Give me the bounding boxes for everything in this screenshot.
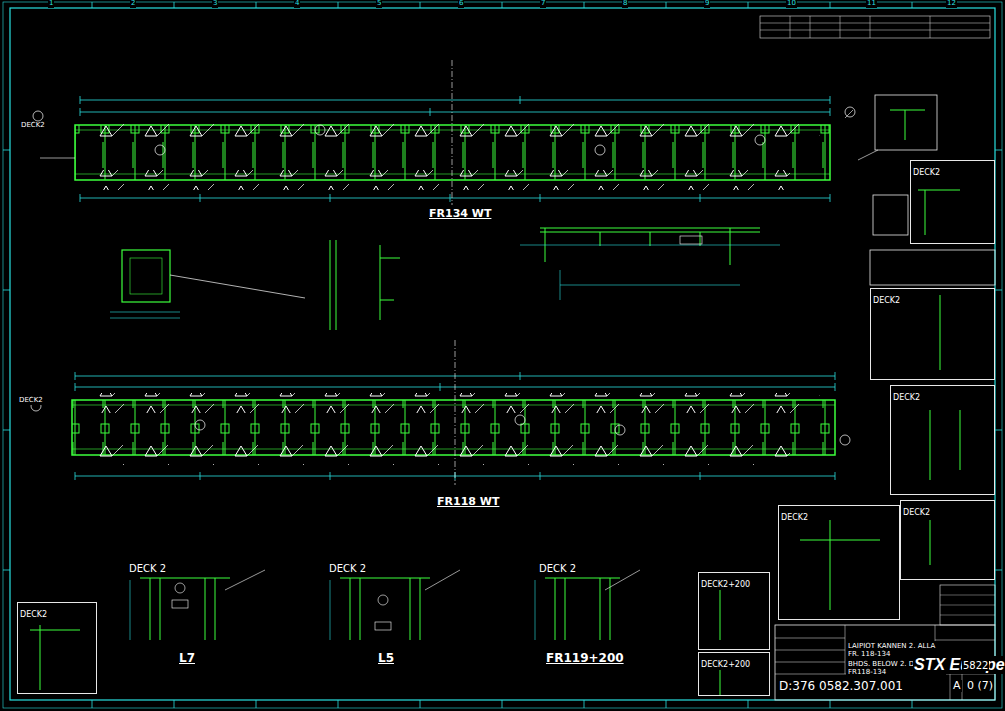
deck-label: DECK2 [901,507,932,518]
deck-label: DECK2+200 [699,579,752,590]
grid-number: 6 [458,0,464,8]
detail-frame: DECK2+200 [698,652,770,696]
grid-number: 11 [866,0,877,8]
deck-label: DECK2 [871,295,902,306]
detail-frame: DECK2+200 [698,572,770,650]
grid-number: 10 [786,0,797,8]
deck-label: DECK2+200 [699,659,752,670]
view-label: FR134 WT [428,208,492,220]
detail-frame: DECK2 [17,602,97,694]
detail-frame: DECK2 [778,505,900,620]
grid-number: 1 [48,0,54,8]
grid-number: 12 [946,0,957,8]
grid-number: 8 [622,0,628,8]
view-label: DECK2 [18,397,44,405]
grid-number: 3 [212,0,218,8]
detail-frame: DECK2 [900,500,995,580]
grid-number: 2 [130,0,136,8]
view-label: FR118 WT [436,496,500,508]
view-label: A [952,680,962,692]
view-label: DECK 2 [538,563,577,574]
view-label: FR119+200 [545,652,625,665]
detail-frame: DECK2 [910,160,995,244]
view-label: D:376 0582.307.001 [778,680,904,693]
view-label: DECK 2 [128,563,167,574]
view-label: 0 (7) [966,680,994,692]
grid-number: 9 [704,0,710,8]
deck-label: DECK2 [911,167,942,178]
view-label: L5 [377,652,395,665]
grid-number: 5 [376,0,382,8]
detail-frame: DECK2 [870,288,995,380]
view-label: 5822 [962,660,989,671]
grid-number: 4 [294,0,300,8]
detail-frame: DECK2 [890,385,995,495]
deck-label: DECK2 [18,609,49,620]
view-label: DECK 2 [328,563,367,574]
view-label: DECK2 [20,122,46,130]
logo-text: STX Europe [913,656,1005,674]
grid-number: 7 [540,0,546,8]
view-label: L7 [178,652,196,665]
deck-label: DECK2 [779,512,810,523]
deck-label: DECK2 [891,392,922,403]
